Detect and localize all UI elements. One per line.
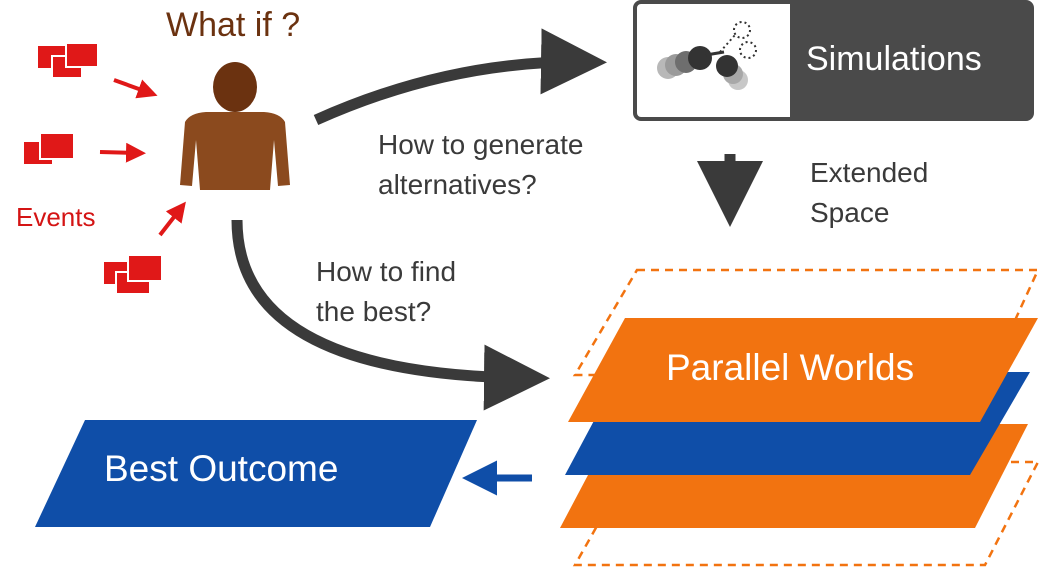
event-icon [104,254,163,295]
simulations-box [633,0,1034,121]
extended-space-line2: Space [810,197,890,228]
parallel-worlds-stack [560,268,1041,567]
person-icon [180,62,290,190]
question-alternatives-line1: How to generate [378,129,584,160]
event-icon [24,132,75,164]
extended-space-line1: Extended [810,157,929,188]
parallel-worlds-label: Parallel Worlds [666,347,915,388]
question-best-line1: How to find [316,256,457,287]
best-outcome-label: Best Outcome [104,448,339,489]
simulations-label: Simulations [806,40,982,78]
flow-arrows [231,28,763,411]
question-alternatives-line2: alternatives? [378,169,537,200]
molecule-icon [657,21,757,90]
best-outcome-shape [35,420,477,527]
what-if-title: What if ? [166,6,301,44]
events-label: Events [16,202,96,232]
event-arrows [99,78,186,237]
question-best-line2: the best? [316,296,432,327]
event-icon [38,42,99,79]
